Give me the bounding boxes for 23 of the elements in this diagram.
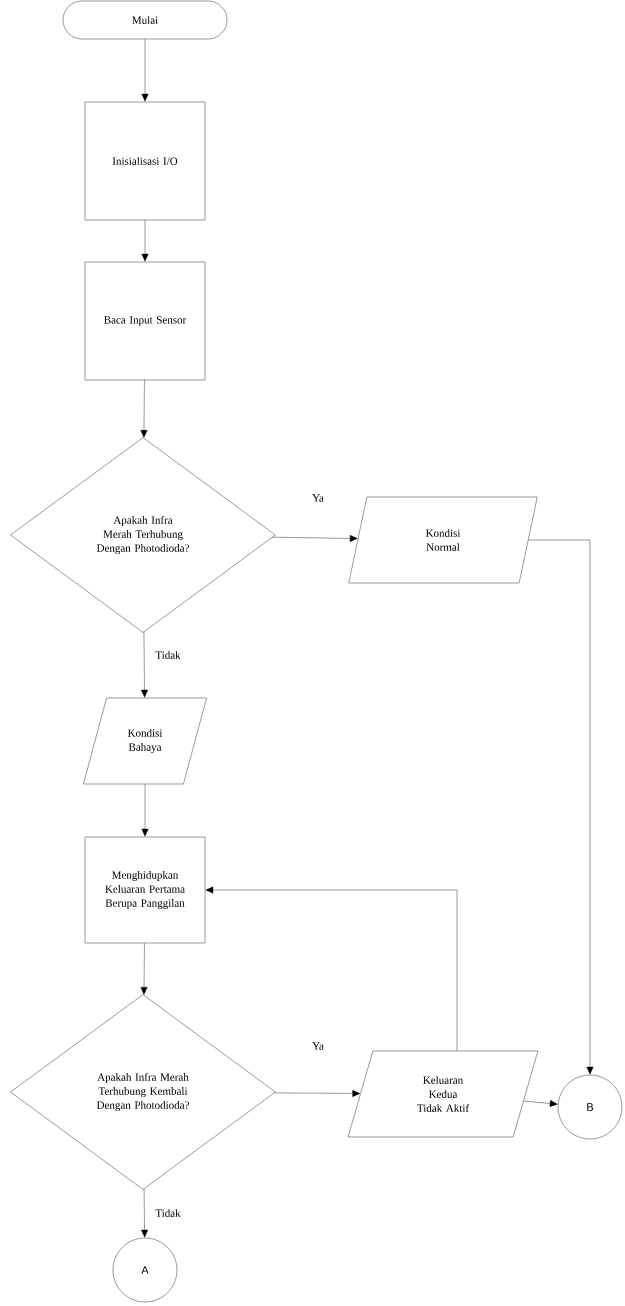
arrow: [141, 631, 148, 698]
edge-label: Tidak: [154, 650, 182, 660]
process-box: Menghidupkan Keluaran Pertama Berupa Panggilan: [84, 836, 206, 944]
io-parallelogram: Kondisi Normal: [348, 496, 538, 584]
arrow: [205, 886, 458, 1051]
start-terminator: Mulai: [62, 0, 228, 40]
arrow: [528, 539, 594, 1075]
arrow: [141, 39, 149, 102]
arrow: [274, 1089, 361, 1097]
edge-label: Ya: [311, 493, 325, 503]
arrow: [141, 220, 149, 262]
io-parallelogram: Keluaran Kedua Tidak Aktif: [347, 1050, 539, 1138]
arrow: [141, 784, 149, 837]
arrow: [523, 1100, 558, 1107]
process-box: Inisialisasi I/O: [84, 101, 206, 221]
process-box: Baca Input Sensor: [84, 261, 206, 381]
arrow: [140, 380, 148, 438]
arrow: [272, 535, 358, 542]
io-parallelogram: Kondisi Bahaya: [83, 697, 207, 785]
edge-label: Ya: [311, 1041, 325, 1051]
arrow: [141, 1188, 148, 1238]
arrow: [140, 943, 148, 995]
edge-label: Tidak: [154, 1208, 182, 1218]
